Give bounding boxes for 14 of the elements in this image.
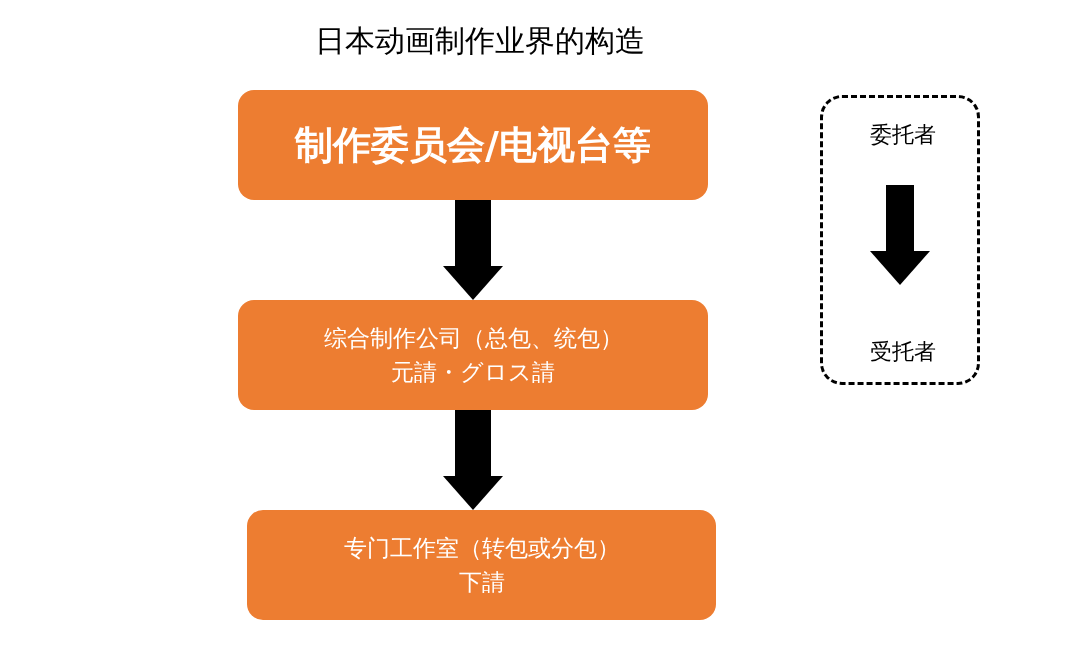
- role-label: 委托者: [823, 118, 983, 188]
- block-arrow: [870, 185, 930, 285]
- diagram-title: 日本动画制作业界的构造: [314, 22, 646, 60]
- role-label: 受托者: [823, 288, 983, 368]
- box-text: 元請・グロス請: [391, 358, 555, 387]
- process-box: [238, 90, 708, 200]
- box-text: 下請: [458, 568, 505, 597]
- box-text: 专门工作室（转包或分包）: [343, 534, 620, 563]
- box-text: 综合制作公司（总包、统包）: [323, 324, 623, 353]
- process-box: [238, 300, 708, 410]
- process-box: [247, 510, 716, 620]
- box-text: 制作委员会/电视台等: [295, 121, 651, 169]
- block-arrow: [443, 410, 503, 510]
- block-arrow: [443, 200, 503, 300]
